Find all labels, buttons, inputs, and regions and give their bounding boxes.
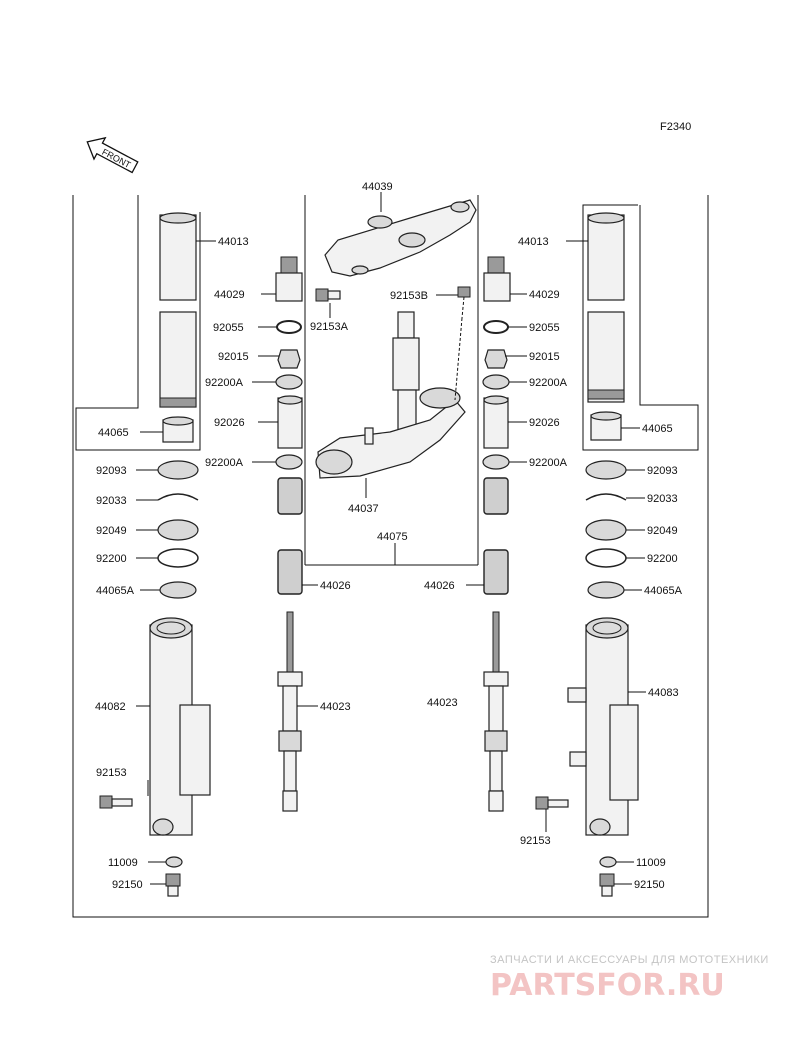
label-92026-right: 92026: [529, 417, 560, 429]
upper-bracket-44039: [324, 199, 477, 277]
label-44023-left: 44023: [320, 701, 351, 713]
label-92055-right: 92055: [529, 322, 560, 334]
label-92055-left: 92055: [213, 322, 244, 334]
watermark-logo: PARTSFOR.RU: [490, 968, 725, 1003]
label-92200a-right-1: 92200A: [529, 377, 568, 389]
label-92153-left: 92153: [96, 767, 127, 779]
label-92015-left: 92015: [218, 351, 249, 363]
label-92049-left: 92049: [96, 525, 127, 537]
label-44029-left: 44029: [214, 289, 245, 301]
label-44083: 44083: [648, 687, 679, 699]
watermark-tagline: ЗАПЧАСТИ И АКСЕССУАРЫ ДЛЯ МОТОТЕХНИКИ: [490, 954, 769, 966]
bolt-92153b: [454, 286, 471, 401]
leader-lines: [136, 192, 646, 885]
label-92200-left: 92200: [96, 553, 127, 565]
label-92015-right: 92015: [529, 351, 560, 363]
label-44013-right: 44013: [518, 236, 549, 248]
label-44026-right: 44026: [424, 580, 455, 592]
right-fork-parts: [482, 212, 639, 897]
label-92200a-right-2: 92200A: [529, 457, 568, 469]
label-92093-left: 92093: [96, 465, 127, 477]
label-92153b: 92153B: [390, 290, 428, 302]
steering-stem-44037: [315, 311, 466, 479]
diagram-frame: [72, 195, 709, 918]
label-92200a-left-1: 92200A: [205, 377, 244, 389]
label-44023-right: 44023: [427, 697, 458, 709]
label-44065a-right: 44065A: [644, 585, 683, 597]
label-92093-right: 92093: [647, 465, 678, 477]
label-44029-right: 44029: [529, 289, 560, 301]
label-44013-left: 44013: [218, 236, 249, 248]
label-92033-left: 92033: [96, 495, 127, 507]
label-44037: 44037: [348, 503, 379, 515]
label-92150-left: 92150: [112, 879, 143, 891]
label-92153-right: 92153: [520, 835, 551, 847]
label-44039: 44039: [362, 181, 393, 193]
label-92026-left: 92026: [214, 417, 245, 429]
label-92153a: 92153A: [310, 321, 349, 333]
label-44026-left: 44026: [320, 580, 351, 592]
label-11009-right: 11009: [636, 857, 666, 869]
label-44082: 44082: [95, 701, 126, 713]
front-arrow-icon: FRONT: [86, 136, 139, 174]
left-fork-parts: [99, 212, 303, 897]
bolt-92153a: [315, 288, 341, 302]
label-44065-right: 44065: [642, 423, 673, 435]
label-44075: 44075: [377, 531, 408, 543]
label-44065-left: 44065: [98, 427, 129, 439]
label-92200-right: 92200: [647, 553, 678, 565]
label-92049-right: 92049: [647, 525, 678, 537]
label-11009-left: 11009: [108, 857, 138, 869]
label-92150-right: 92150: [634, 879, 665, 891]
figure-code: F2340: [660, 121, 691, 133]
label-92033-right: 92033: [647, 493, 678, 505]
label-44065a-left: 44065A: [96, 585, 135, 597]
label-92200a-left-2: 92200A: [205, 457, 244, 469]
